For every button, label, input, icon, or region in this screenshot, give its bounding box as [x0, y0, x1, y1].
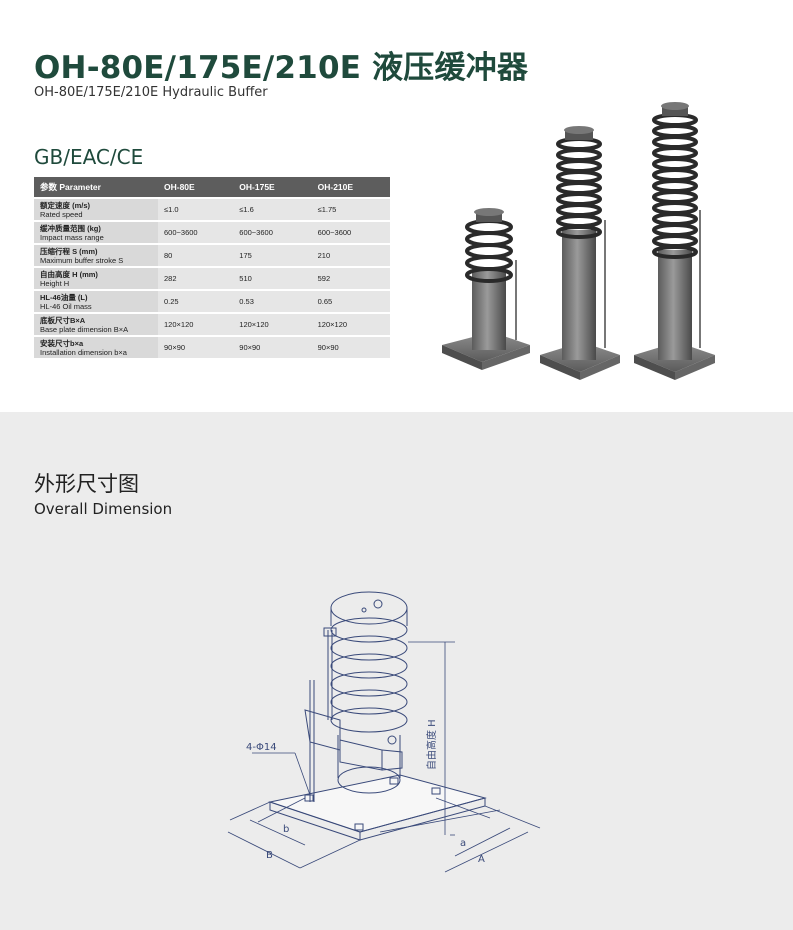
param-en: Height H — [40, 278, 70, 288]
header-oh210e: OH-210E — [311, 177, 390, 197]
value-cell: 120×120 — [233, 314, 312, 335]
value-cell: 0.65 — [311, 291, 390, 312]
table-row: 额定速度 (m/s)Rated speed ≤1.0 ≤1.6 ≤1.75 — [34, 199, 390, 220]
param-cn: 底板尺寸B×A — [40, 315, 86, 325]
param-en: Impact mass range — [40, 232, 104, 242]
value-cell: ≤1.6 — [233, 199, 312, 220]
param-cn: 缓冲质量范围 (kg) — [40, 223, 101, 233]
page-title: OH-80E/175E/210E 液压缓冲器 — [34, 50, 529, 86]
param-cell: 压缩行程 S (mm)Maximum buffer stroke S — [34, 245, 158, 266]
value-cell: 90×90 — [233, 337, 312, 358]
value-cell: 90×90 — [311, 337, 390, 358]
holes-label: 4-Φ14 — [246, 742, 277, 753]
param-en: Rated speed — [40, 209, 83, 219]
dimension-title-en: Overall Dimension — [34, 500, 173, 518]
param-cn: 额定速度 (m/s) — [40, 200, 91, 210]
param-cn: HL-46油量 (L) — [40, 292, 88, 302]
table-row: HL-46油量 (L)HL-46 Oil mass 0.25 0.53 0.65 — [34, 291, 390, 312]
dimension-title-cn: 外形尺寸图 — [34, 472, 139, 496]
dimension-section — [0, 412, 793, 930]
value-cell: ≤1.75 — [311, 199, 390, 220]
product-photo — [442, 102, 715, 380]
value-cell: 80 — [158, 245, 234, 266]
value-cell: 90×90 — [158, 337, 234, 358]
value-cell: 210 — [311, 245, 390, 266]
buffer-oh175e-image — [540, 126, 620, 380]
value-cell: 600~3600 — [311, 222, 390, 243]
param-en: Base plate dimension B×A — [40, 324, 129, 334]
value-cell: 0.25 — [158, 291, 234, 312]
value-cell: 510 — [233, 268, 312, 289]
buffer-oh210e-image — [634, 102, 715, 380]
param-cell: 缓冲质量范围 (kg)Impact mass range — [34, 222, 158, 243]
param-en: Installation dimension b×a — [40, 347, 127, 357]
table-header-row: 参数 Parameter OH-80E OH-175E OH-210E — [34, 177, 390, 197]
value-cell: 120×120 — [311, 314, 390, 335]
dim-b-label: b — [283, 824, 289, 835]
value-cell: 600~3600 — [233, 222, 312, 243]
param-cn: 压缩行程 S (mm) — [40, 246, 98, 256]
param-cn: 安装尺寸b×a — [40, 338, 84, 348]
header-parameter: 参数 Parameter — [34, 177, 158, 197]
param-en: Maximum buffer stroke S — [40, 255, 124, 265]
value-cell: 592 — [311, 268, 390, 289]
table-row: 缓冲质量范围 (kg)Impact mass range 600~3600 60… — [34, 222, 390, 243]
param-cell: 自由高度 H (mm)Height H — [34, 268, 158, 289]
dim-a-label: a — [460, 838, 466, 849]
value-cell: 600~3600 — [158, 222, 234, 243]
parameter-table: 参数 Parameter OH-80E OH-175E OH-210E 额定速度… — [34, 175, 390, 360]
header-oh80e: OH-80E — [158, 177, 234, 197]
table-row: 压缩行程 S (mm)Maximum buffer stroke S 80 17… — [34, 245, 390, 266]
value-cell: 0.53 — [233, 291, 312, 312]
param-cell: 额定速度 (m/s)Rated speed — [34, 199, 158, 220]
height-label: 自由高度 H — [425, 719, 438, 770]
dim-A-label: A — [478, 854, 485, 865]
param-cell: HL-46油量 (L)HL-46 Oil mass — [34, 291, 158, 312]
header-oh175e: OH-175E — [233, 177, 312, 197]
value-cell: 282 — [158, 268, 234, 289]
dimension-drawing: 4-Φ14 自由高度 H b B a A — [227, 591, 541, 873]
param-en: HL-46 Oil mass — [40, 301, 92, 311]
value-cell: ≤1.0 — [158, 199, 234, 220]
certification-label: GB/EAC/CE — [34, 145, 144, 169]
dim-B-label: B — [266, 850, 273, 861]
value-cell: 120×120 — [158, 314, 234, 335]
param-cn: 自由高度 H (mm) — [40, 269, 98, 279]
buffer-oh80e-image — [442, 208, 530, 370]
table-row: 自由高度 H (mm)Height H 282 510 592 — [34, 268, 390, 289]
value-cell: 175 — [233, 245, 312, 266]
page-subtitle: OH-80E/175E/210E Hydraulic Buffer — [34, 85, 268, 100]
